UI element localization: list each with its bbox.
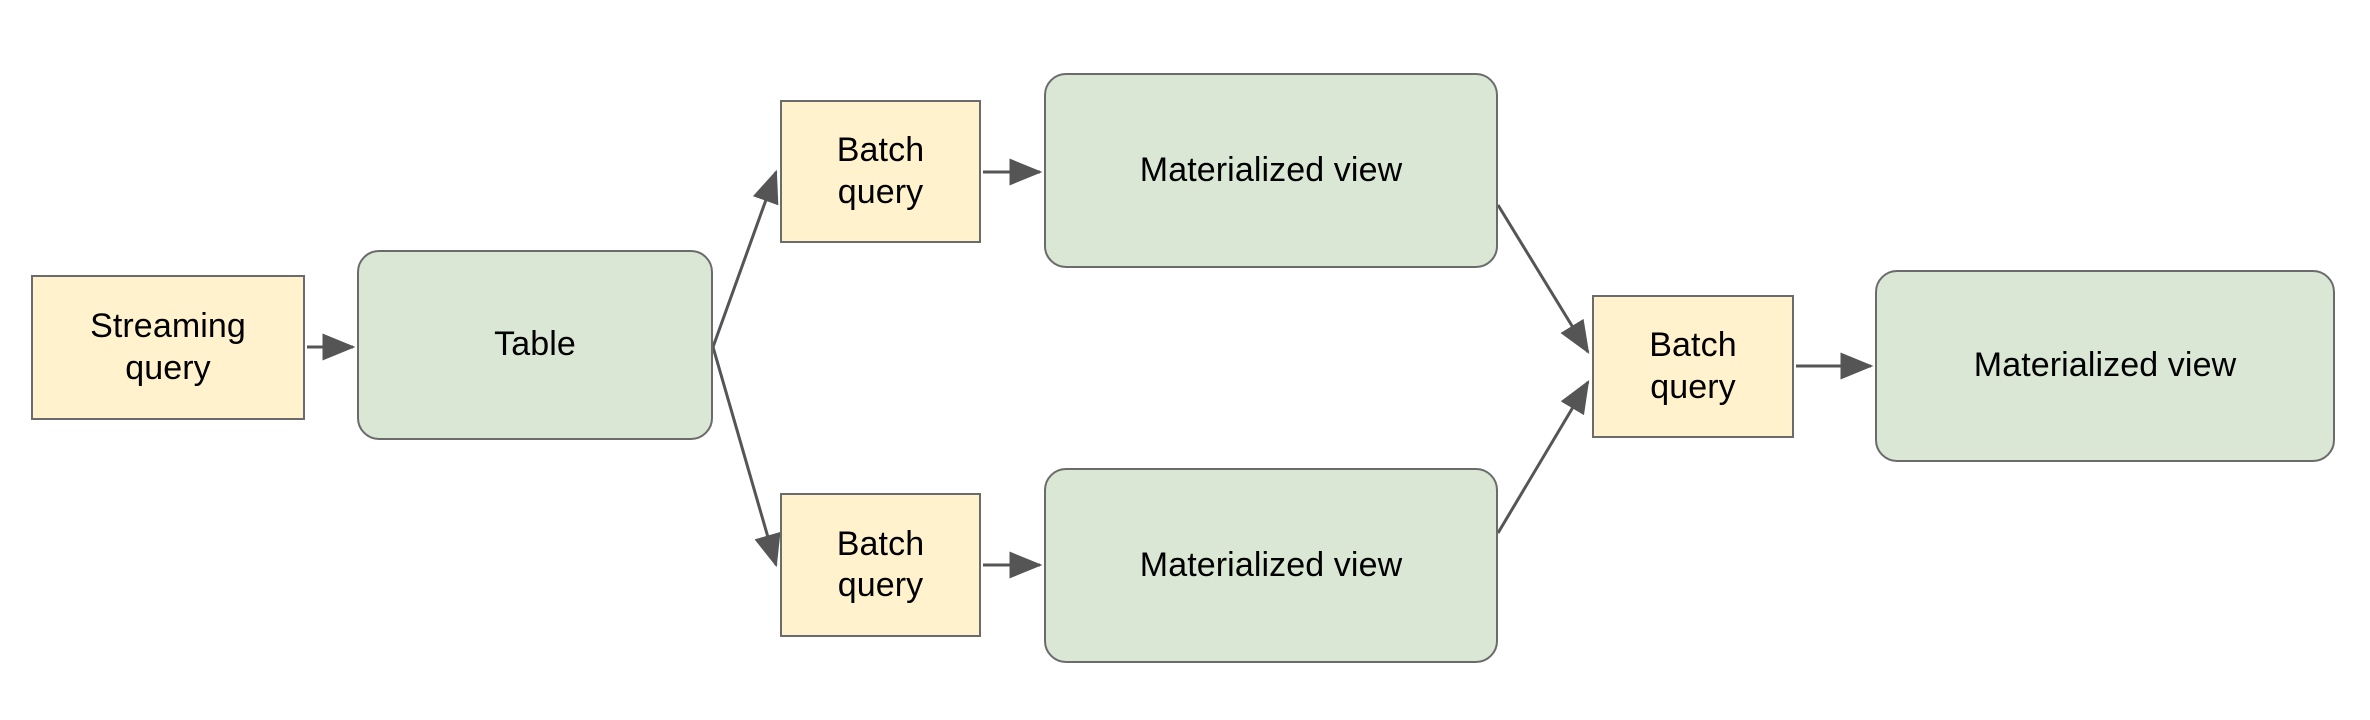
- node-label-batch-query-top: Batch query: [836, 131, 925, 211]
- node-materialized-view-top[interactable]: Materialized view: [1044, 73, 1498, 268]
- node-label-materialized-view-final: Materialized view: [1973, 346, 2237, 385]
- node-label-materialized-view-bottom: Materialized view: [1139, 545, 1403, 584]
- node-materialized-view-bottom[interactable]: Materialized view: [1044, 468, 1498, 663]
- node-table[interactable]: Table: [357, 250, 713, 440]
- node-batch-query-join[interactable]: Batch query: [1592, 295, 1794, 438]
- edge-table-to-batch-top: [711, 169, 779, 348]
- node-batch-query-top[interactable]: Batch query: [780, 100, 981, 243]
- node-label-materialized-view-top: Materialized view: [1139, 150, 1403, 189]
- node-streaming-query[interactable]: Streaming query: [31, 275, 305, 420]
- edge-mv-bot-to-join: [1496, 379, 1590, 534]
- node-label-table: Table: [494, 325, 576, 364]
- edge-mv-top-to-join: [1496, 204, 1590, 355]
- edge-table-to-batch-bottom: [711, 346, 781, 568]
- node-label-batch-query-join: Batch query: [1649, 326, 1737, 406]
- node-label-streaming-query: Streaming query: [90, 307, 246, 387]
- node-materialized-view-final[interactable]: Materialized view: [1875, 270, 2335, 462]
- node-batch-query-bottom[interactable]: Batch query: [780, 493, 981, 637]
- node-label-batch-query-bottom: Batch query: [836, 524, 925, 604]
